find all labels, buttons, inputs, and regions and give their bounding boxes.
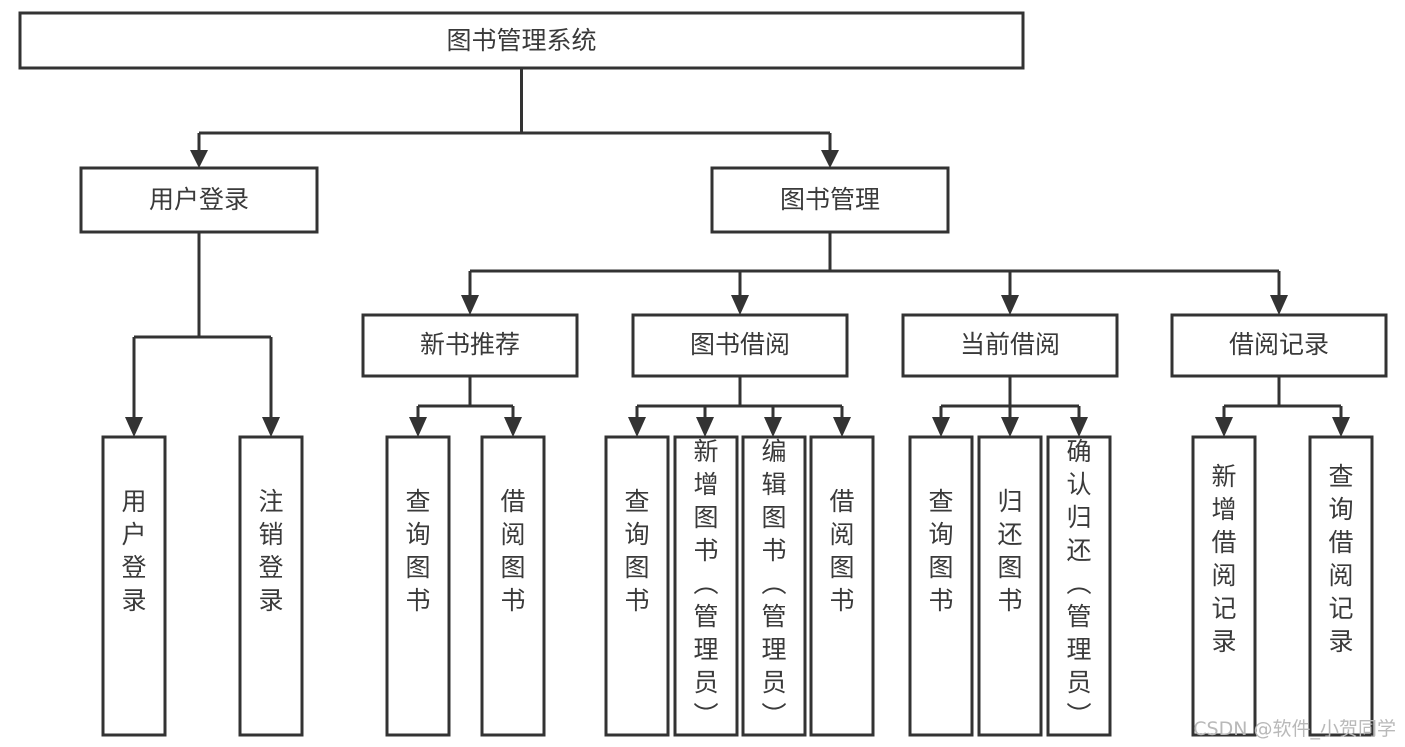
node-borrow-record-label: 借阅记录 xyxy=(1229,330,1329,359)
arrow-head-leaf-query-book-1 xyxy=(409,417,427,437)
arrow-head-leaf-add-record xyxy=(1215,417,1233,437)
node-leaf-add-book-label: 新增图书︵管理员︶ xyxy=(693,437,718,730)
node-book-manage-box[interactable] xyxy=(710,166,950,234)
node-leaf-query-book-2[interactable]: 查询图书 xyxy=(604,435,670,737)
node-leaf-user-login-box[interactable] xyxy=(101,435,167,737)
node-leaf-add-book-box[interactable] xyxy=(673,435,739,737)
node-leaf-logout-box[interactable] xyxy=(238,435,304,737)
node-leaf-query-book-3[interactable]: 查询图书 xyxy=(908,435,974,737)
arrow-head-new-book-rec xyxy=(461,295,479,315)
node-leaf-add-record[interactable]: 新增借阅记录 xyxy=(1191,435,1257,737)
node-root-box[interactable] xyxy=(18,11,1025,70)
arrow-head-leaf-return-book xyxy=(1001,417,1019,437)
node-leaf-query-book-3-box[interactable] xyxy=(908,435,974,737)
node-leaf-user-login-label: 用户登录 xyxy=(121,487,146,615)
csdn-watermark: CSDN @软件_小贺同学 xyxy=(1193,718,1396,740)
node-leaf-add-record-label: 新增借阅记录 xyxy=(1211,462,1236,656)
node-current-borrow[interactable]: 当前借阅 xyxy=(901,313,1119,378)
node-leaf-borrow-book-1-box[interactable] xyxy=(480,435,546,737)
node-root[interactable]: 图书管理系统 xyxy=(18,11,1025,70)
node-leaf-edit-book-box[interactable] xyxy=(741,435,807,737)
node-leaf-logout-label: 注销登录 xyxy=(258,487,283,615)
node-leaf-edit-book[interactable]: 编辑图书︵管理员︶ xyxy=(741,435,807,737)
arrow-head-leaf-edit-book xyxy=(764,417,782,437)
node-leaf-user-login[interactable]: 用户登录 xyxy=(101,435,167,737)
node-leaf-borrow-book-1-label: 借阅图书 xyxy=(500,487,525,615)
node-borrow-record-box[interactable] xyxy=(1170,313,1388,378)
arrow-head-leaf-logout xyxy=(262,417,280,437)
connector-layer xyxy=(125,68,1350,437)
arrow-head-leaf-borrow-book-2 xyxy=(833,417,851,437)
node-leaf-confirm-return[interactable]: 确认归还︵管理员︶ xyxy=(1046,435,1112,737)
node-leaf-borrow-book-2-label: 借阅图书 xyxy=(829,487,854,615)
node-book-borrow-label: 图书借阅 xyxy=(690,330,790,359)
node-leaf-borrow-book-2[interactable]: 借阅图书 xyxy=(809,435,875,737)
arrow-head-current-borrow xyxy=(1001,295,1019,315)
node-book-borrow-box[interactable] xyxy=(631,313,849,378)
node-user-login-label: 用户登录 xyxy=(149,185,249,214)
node-current-borrow-label: 当前借阅 xyxy=(960,330,1060,359)
node-leaf-edit-book-label: 编辑图书︵管理员︶ xyxy=(761,437,786,730)
node-leaf-borrow-book-2-box[interactable] xyxy=(809,435,875,737)
node-leaf-query-record-box[interactable] xyxy=(1308,435,1374,737)
arrow-head-book-manage xyxy=(821,150,839,168)
node-leaf-query-book-1[interactable]: 查询图书 xyxy=(385,435,451,737)
node-leaf-query-book-1-box[interactable] xyxy=(385,435,451,737)
node-borrow-record[interactable]: 借阅记录 xyxy=(1170,313,1388,378)
node-book-borrow[interactable]: 图书借阅 xyxy=(631,313,849,378)
node-current-borrow-box[interactable] xyxy=(901,313,1119,378)
arrow-head-leaf-user-login xyxy=(125,417,143,437)
node-new-book-rec-box[interactable] xyxy=(361,313,579,378)
node-book-manage-label: 图书管理 xyxy=(780,185,880,214)
arrow-head-leaf-query-book-2 xyxy=(628,417,646,437)
node-root-label: 图书管理系统 xyxy=(446,26,596,55)
node-leaf-return-book[interactable]: 归还图书 xyxy=(977,435,1043,737)
node-new-book-rec[interactable]: 新书推荐 xyxy=(361,313,579,378)
arrow-head-leaf-borrow-book-1 xyxy=(504,417,522,437)
node-leaf-return-book-box[interactable] xyxy=(977,435,1043,737)
node-new-book-rec-label: 新书推荐 xyxy=(420,330,520,359)
node-leaf-return-book-label: 归还图书 xyxy=(997,487,1022,615)
arrow-head-leaf-query-book-3 xyxy=(932,417,950,437)
node-leaf-borrow-book-1[interactable]: 借阅图书 xyxy=(480,435,546,737)
node-leaf-confirm-return-label: 确认归还︵管理员︶ xyxy=(1066,437,1091,730)
node-leaf-query-book-2-label: 查询图书 xyxy=(624,487,649,615)
node-leaf-query-book-2-box[interactable] xyxy=(604,435,670,737)
node-leaf-logout[interactable]: 注销登录 xyxy=(238,435,304,737)
node-leaf-query-book-1-label: 查询图书 xyxy=(405,487,430,615)
arrow-head-book-borrow xyxy=(731,295,749,315)
node-leaf-query-book-3-label: 查询图书 xyxy=(928,487,953,615)
arrow-head-leaf-query-record xyxy=(1332,417,1350,437)
arrow-head-user-login xyxy=(190,150,208,168)
node-user-login-box[interactable] xyxy=(79,166,319,234)
node-user-login[interactable]: 用户登录 xyxy=(79,166,319,234)
arrow-head-borrow-record xyxy=(1270,295,1288,315)
node-leaf-add-record-box[interactable] xyxy=(1191,435,1257,737)
node-leaf-confirm-return-box[interactable] xyxy=(1046,435,1112,737)
node-leaf-query-record-label: 查询借阅记录 xyxy=(1328,462,1353,656)
arrow-head-leaf-confirm-return xyxy=(1070,417,1088,437)
node-leaf-query-record[interactable]: 查询借阅记录 xyxy=(1308,435,1374,737)
leaf-nodes-layer: 用户登录 注销登录 查询图书 借阅图书 查询图书 新增图书︵管理员︶ xyxy=(101,435,1374,737)
node-leaf-add-book[interactable]: 新增图书︵管理员︶ xyxy=(673,435,739,737)
arrow-head-leaf-add-book xyxy=(696,417,714,437)
node-book-manage[interactable]: 图书管理 xyxy=(710,166,950,234)
